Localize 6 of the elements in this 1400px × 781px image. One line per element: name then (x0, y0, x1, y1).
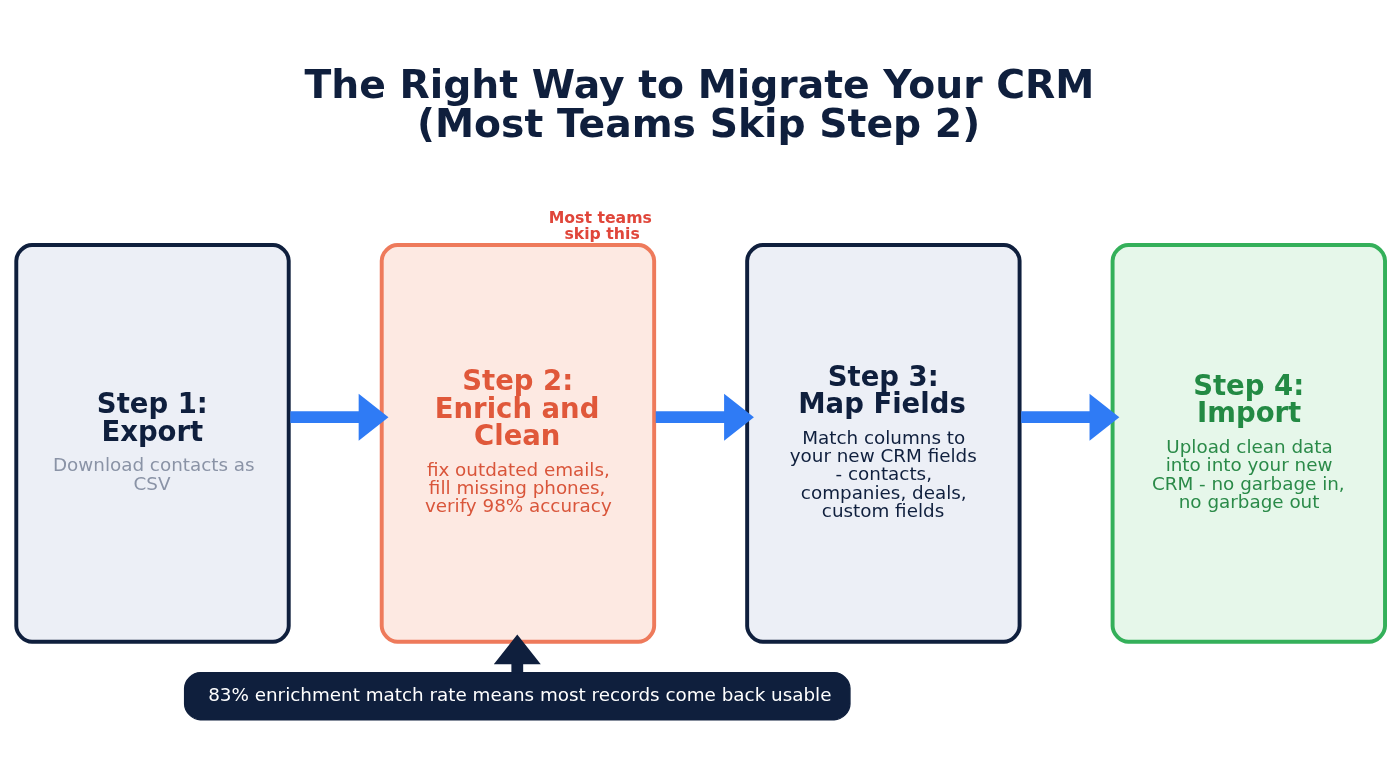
node-box: 83% enrichment match rate means most records come back usable (183, 671, 851, 720)
node-label: Most teams skip this (548, 207, 652, 243)
diagram-title: The Right Way to Migrate Your CRM (Most Teams Skip Step 2) (304, 61, 1095, 146)
arrow (290, 393, 389, 441)
arrow (655, 393, 754, 441)
arrow (1021, 393, 1120, 441)
